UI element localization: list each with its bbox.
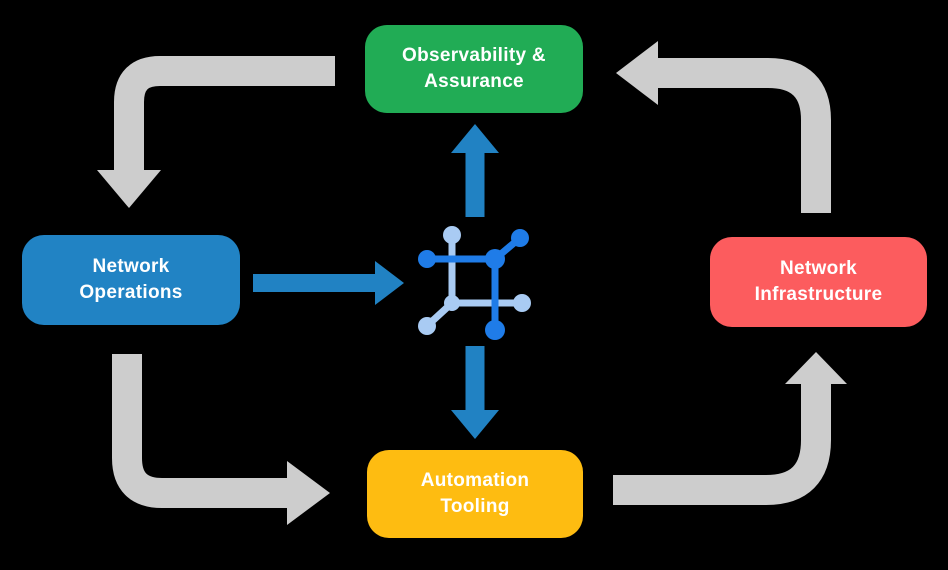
network-mesh-dark-nodes xyxy=(418,229,529,340)
node-observability-assurance: Observability & Assurance xyxy=(365,25,583,113)
arrow-center-to-automation xyxy=(451,346,499,439)
arrow-head-down-icon xyxy=(97,170,161,208)
node-network-operations: Network Operations xyxy=(22,235,240,325)
node-label-line2: Operations xyxy=(79,282,183,303)
node-label-line1: Network xyxy=(779,258,858,279)
node-label-line1: Automation xyxy=(420,470,530,491)
arrow-head-right-icon xyxy=(375,261,404,305)
node-label-line2: Infrastructure xyxy=(754,284,883,305)
arrow-shaft xyxy=(114,56,335,170)
arrow-operations-to-automation xyxy=(112,354,330,525)
arrow-shaft xyxy=(613,384,831,505)
arrow-operations-to-center xyxy=(253,261,404,305)
arrow-infrastructure-to-observability xyxy=(616,41,831,213)
node-label-line2: Tooling xyxy=(440,496,510,517)
arrow-head-up-icon xyxy=(451,124,499,153)
network-mesh-icon xyxy=(418,226,531,340)
arrow-head-right-icon xyxy=(287,461,330,525)
arrow-head-up-icon xyxy=(785,352,847,384)
node-label-line2: Assurance xyxy=(424,71,524,92)
arrow-automation-to-infrastructure xyxy=(613,352,847,505)
network-mesh-light-nodes xyxy=(418,226,531,335)
arrow-shaft xyxy=(658,58,831,213)
node-automation-tooling: Automation Tooling xyxy=(367,450,583,538)
arrow-observability-to-operations xyxy=(97,56,335,208)
arrow-center-to-observability xyxy=(451,124,499,217)
node-network-infrastructure: Network Infrastructure xyxy=(710,237,927,327)
arrow-head-left-icon xyxy=(616,41,658,105)
arrow-head-down-icon xyxy=(451,410,499,439)
arrow-shaft xyxy=(112,354,287,508)
node-label-line1: Network xyxy=(92,256,170,277)
node-label-line1: Observability & xyxy=(402,45,546,66)
